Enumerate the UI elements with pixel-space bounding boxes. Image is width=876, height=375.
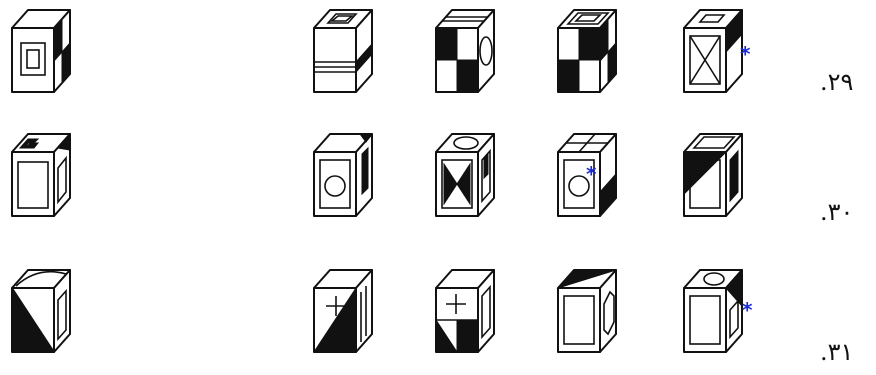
q31-option-4-cube[interactable] <box>680 266 744 354</box>
q29-number-label: .۲۹ <box>820 68 853 96</box>
q31-reference-cube <box>8 266 72 354</box>
q31-answer-marker: * <box>742 298 752 322</box>
q31-option-1-cube[interactable] <box>310 266 374 354</box>
q31-number-label: .۳۱ <box>820 338 853 366</box>
q29-option-4-cube[interactable] <box>680 6 744 94</box>
q30-option-1-cube[interactable] <box>310 130 374 218</box>
q31-option-2-cube[interactable] <box>432 266 496 354</box>
q29-reference-cube <box>8 6 72 94</box>
q30-option-4-cube[interactable] <box>680 130 744 218</box>
q31-option-3-cube[interactable] <box>554 266 618 354</box>
q29-option-2-cube[interactable] <box>432 6 496 94</box>
q29-answer-marker: * <box>740 42 750 66</box>
q30-reference-cube <box>8 130 72 218</box>
q29-option-1-cube[interactable] <box>310 6 374 94</box>
q30-option-2-cube[interactable] <box>432 130 496 218</box>
q30-answer-marker: * <box>586 162 596 186</box>
q29-option-3-cube[interactable] <box>554 6 618 94</box>
q30-number-label: .۳۰ <box>820 198 853 226</box>
